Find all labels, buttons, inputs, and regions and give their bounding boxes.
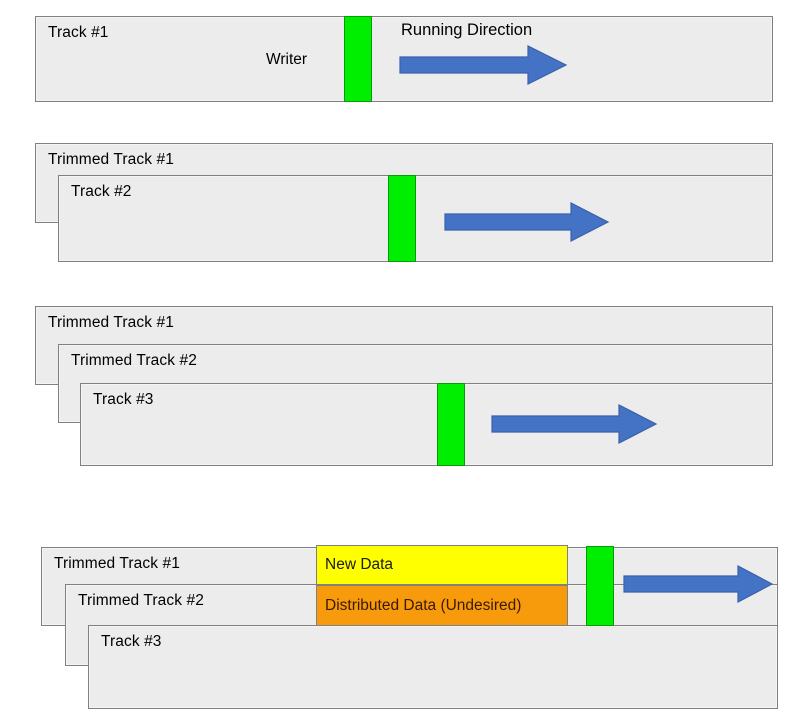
track-lane-label: Track #3	[101, 633, 162, 650]
running-direction-arrow-icon	[491, 404, 658, 444]
track-lane-label: Track #2	[71, 183, 132, 200]
writer-head-bar	[388, 175, 416, 262]
data-block-distributed-data: Distributed Data (Undesired)	[316, 585, 568, 626]
track-lane-label: Trimmed Track #1	[48, 314, 174, 331]
track-lane-label: Trimmed Track #1	[54, 555, 180, 572]
running-direction-label: Running Direction	[401, 21, 533, 39]
data-block-label: New Data	[325, 556, 394, 573]
track-lane-label: Trimmed Track #1	[48, 151, 174, 168]
writer-head-bar	[586, 546, 614, 626]
track-lane-track3: Track #3	[88, 625, 778, 709]
track-lane-label: Trimmed Track #2	[71, 352, 197, 369]
writer-head-bar	[344, 16, 372, 102]
panel-step-1: Track #1 Writer Running Direction	[0, 0, 800, 130]
track-lane-label: Trimmed Track #2	[78, 592, 204, 609]
running-direction-arrow-icon	[399, 45, 568, 85]
running-direction-arrow-icon	[444, 202, 610, 242]
data-block-label: Distributed Data (Undesired)	[325, 596, 522, 614]
writer-label: Writer	[266, 51, 308, 68]
track-lane-label: Track #1	[48, 24, 109, 41]
data-block-new-data: New Data	[316, 545, 568, 585]
running-direction-arrow-icon	[623, 565, 774, 603]
track-lane-label: Track #3	[93, 391, 154, 408]
writer-head-bar	[437, 383, 465, 466]
track-lane-track3: Track #3	[80, 383, 773, 466]
